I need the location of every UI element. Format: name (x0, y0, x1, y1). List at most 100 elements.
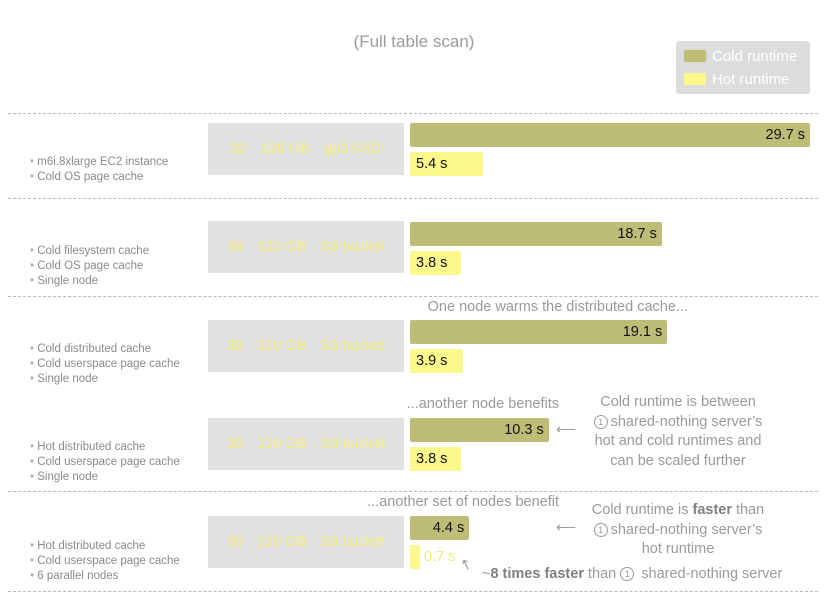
cold-runtime-bar: 19.1 s (410, 320, 668, 344)
spec-item: 30 (227, 338, 244, 354)
group-conditions: Hot distributed cacheCold userspace page… (30, 539, 180, 584)
cold-runtime-label: 19.1 s (622, 324, 663, 340)
chart-subtitle: (Full table scan) (353, 32, 475, 51)
annotation-warm-cache: One node warms the distributed cache... (427, 299, 688, 315)
condition-item: Single node (30, 470, 180, 485)
hardware-spec: 30 120 GB S3 bucket (208, 418, 404, 470)
group-conditions: Cold filesystem cacheCold OS page cacheS… (30, 244, 149, 289)
hot-runtime-bar: 0.7 s (410, 545, 455, 569)
cold-runtime-bar: 4.4 s (410, 516, 470, 540)
legend-label-cold: Cold runtime (712, 47, 798, 65)
condition-item: m6i.8xlarge EC2 instance (30, 155, 168, 170)
separator (8, 113, 818, 114)
spec-item: S3 bucket (320, 338, 385, 354)
spec-item: 128 GB (260, 141, 310, 157)
spec-item: S3 bucket (320, 436, 385, 452)
circled-number-icon: 1 (620, 567, 635, 581)
condition-item: Cold OS page cache (30, 170, 168, 185)
hardware-spec: 32 128 GB gp3 SSD (208, 123, 404, 175)
note-text: than (731, 502, 765, 518)
group-conditions: m6i.8xlarge EC2 instanceCold OS page cac… (30, 155, 168, 185)
condition-item: Hot distributed cache (30, 539, 180, 554)
hot-runtime-label: 5.4 s (416, 156, 448, 172)
spec-item: 120 GB (257, 534, 307, 550)
annotation-node-benefits: ...another node benefits (406, 396, 559, 412)
separator (8, 591, 818, 592)
legend-item-cold: Cold runtime (684, 46, 797, 66)
condition-item: Single node (30, 372, 180, 387)
hot-runtime-label: 0.7 s (424, 549, 456, 565)
note-text: shared-nothing server’s (610, 521, 763, 538)
spec-item: 30 (227, 239, 244, 255)
legend-item-hot: Hot runtime (684, 69, 790, 89)
note-line: Cold runtime is between (600, 394, 756, 410)
arrow-curve-icon: ↖ (457, 554, 475, 574)
note-line: Cold runtime is faster than (578, 501, 778, 521)
spec-item: 30 (227, 436, 244, 452)
hardware-spec: 30 120 GB S3 bucket (208, 221, 404, 273)
note-line: hot runtime (641, 541, 715, 557)
spec-item: 120 GB (257, 338, 307, 354)
hardware-spec: 30 120 GB S3 bucket (208, 516, 404, 568)
note-bold: 8 times faster (490, 566, 584, 582)
condition-item: Cold userspace page cache (30, 357, 180, 372)
cold-runtime-label: 10.3 s (504, 422, 544, 438)
cold-runtime-label: 4.4 s (432, 520, 465, 536)
legend-swatch-hot (684, 73, 706, 85)
hot-runtime-label: 3.9 s (416, 353, 448, 369)
hot-runtime-bar: 3.9 s (410, 349, 463, 373)
note-line: can be scaled further (610, 452, 746, 469)
condition-item: Hot distributed cache (30, 440, 180, 455)
note-text: than (583, 566, 621, 582)
arrow-left-icon: ⟵ (556, 519, 577, 535)
note-line: hot and cold runtimes and (594, 433, 762, 449)
cold-runtime-bar: 10.3 s (410, 418, 549, 442)
hot-runtime-bar: 5.4 s (410, 152, 483, 176)
legend-label-hot: Hot runtime (712, 70, 790, 88)
condition-item: Cold distributed cache (30, 342, 180, 357)
note-text: Cold runtime is (591, 502, 693, 518)
hot-runtime-label: 3.8 s (416, 255, 448, 271)
condition-item: Cold userspace page cache (30, 554, 180, 569)
separator (8, 198, 818, 199)
condition-item: 6 parallel nodes (30, 569, 180, 584)
spec-item: 30 (227, 534, 244, 550)
cold-runtime-bar: 18.7 s (410, 222, 662, 246)
cold-runtime-bar: 29.7 s (410, 123, 810, 147)
note-text: ~ (482, 566, 491, 582)
arrow-left-icon: ⟵ (556, 421, 577, 437)
note-bold: faster (692, 502, 732, 518)
group-conditions: Cold distributed cacheCold userspace pag… (30, 342, 180, 387)
spec-item: 120 GB (257, 239, 307, 255)
condition-item: Cold OS page cache (30, 259, 149, 274)
spec-item: S3 bucket (320, 239, 385, 255)
condition-item: Cold userspace page cache (30, 455, 180, 470)
note-text: shared-nothing server (637, 566, 783, 582)
separator (8, 296, 818, 297)
legend: Cold runtime Hot runtime (676, 41, 810, 94)
spec-item: S3 bucket (320, 534, 385, 550)
hot-runtime-label: 3.8 s (416, 451, 448, 467)
spec-item: 32 (230, 141, 247, 157)
hot-runtime-bar: 3.8 s (410, 251, 462, 275)
note-hot-runtime: ~8 times faster than 1 shared-nothing se… (482, 566, 782, 582)
hot-runtime-bar: 3.8 s (410, 447, 462, 471)
group-conditions: Hot distributed cacheCold userspace page… (30, 440, 180, 485)
circled-number-icon: 1 (593, 522, 608, 537)
separator (8, 491, 818, 492)
circled-number-icon: 1 (593, 414, 608, 429)
condition-item: Cold filesystem cache (30, 244, 149, 259)
annotation-nodes-benefit: ...another set of nodes benefit (367, 494, 559, 510)
note-text: shared-nothing server’s (610, 413, 763, 430)
spec-item: gp3 SSD (323, 141, 382, 157)
cold-runtime-label: 18.7 s (617, 226, 657, 242)
condition-item: Single node (30, 274, 149, 289)
spec-item: 120 GB (257, 436, 307, 452)
legend-swatch-cold (684, 50, 706, 62)
hardware-spec: 30 120 GB S3 bucket (208, 320, 404, 372)
cold-runtime-label: 29.7 s (765, 127, 806, 143)
